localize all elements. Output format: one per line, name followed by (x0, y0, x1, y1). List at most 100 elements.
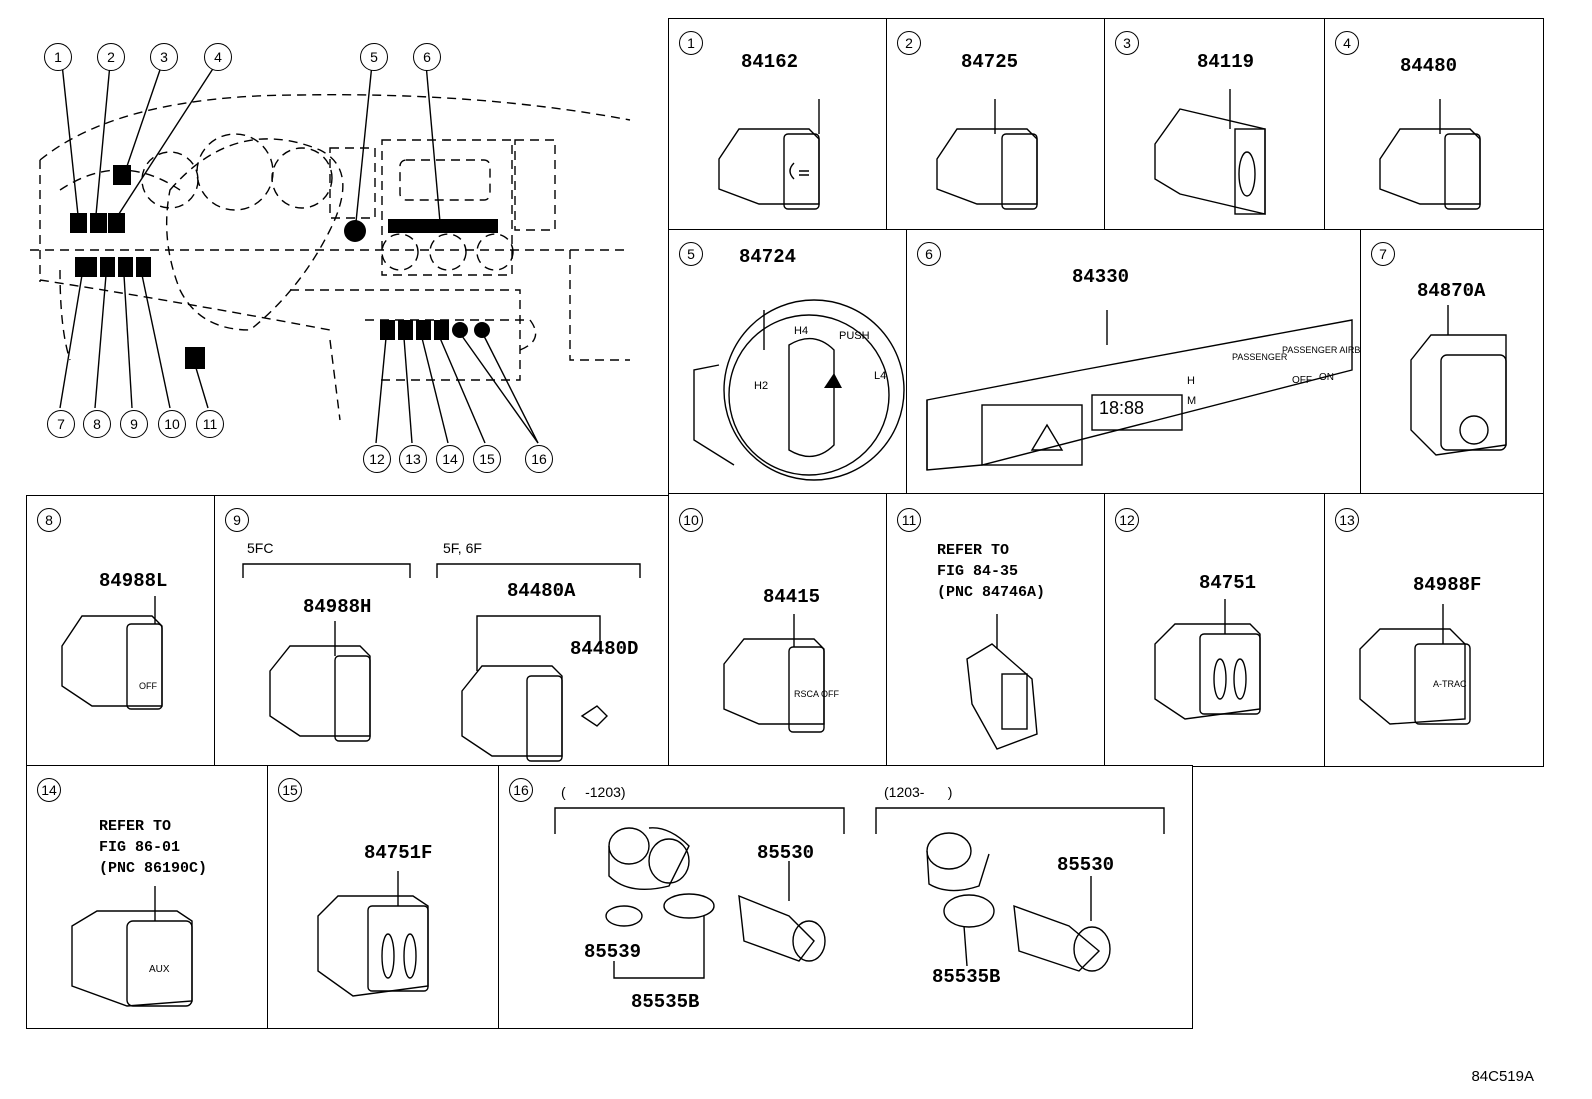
callout-1: 1 (44, 43, 72, 71)
variant-5f-6f: 5F, 6F (443, 540, 482, 556)
four-wd-selector-drawing (693, 299, 905, 481)
callout-8: 8 (83, 410, 111, 438)
part-number-85535b-right: 85535B (932, 966, 1001, 988)
mirror-switch-drawing (1410, 305, 1507, 456)
part-number: 84725 (961, 51, 1019, 73)
diff-lock-switch-drawing (936, 99, 1038, 210)
part-number-84988h: 84988H (303, 596, 372, 618)
fog-lamp-switch-drawing (718, 99, 820, 210)
dimmer-switch-drawing (1154, 89, 1266, 215)
part-number: 84724 (739, 246, 797, 268)
panel-number: 1 (679, 31, 703, 55)
part-number: 84988L (99, 570, 168, 592)
part-number: 84751 (1199, 572, 1257, 594)
panel-number: 3 (1115, 31, 1139, 55)
callout-14: 14 (436, 445, 464, 473)
a-trac-label: A-TRAC (1433, 679, 1467, 689)
callout-2: 2 (97, 43, 125, 71)
part-number-85539: 85539 (584, 941, 642, 963)
callout-12: 12 (363, 445, 391, 473)
panel-7: 7 84870A (1360, 229, 1544, 495)
panel-6: 6 84330 18:88 H M PASSENGER PASSENGER AI… (906, 229, 1373, 495)
part-number: 84751F (364, 842, 433, 864)
callout-7: 7 (47, 410, 75, 438)
panel-9: 9 5FC 5F, 6F 84988H 84480A 84480D (214, 495, 670, 767)
switch-drawing (1379, 99, 1481, 210)
part-number: 84415 (763, 586, 821, 608)
panel-number: 11 (897, 508, 921, 532)
panel-number: 12 (1115, 508, 1139, 532)
panel-number: 6 (917, 242, 941, 266)
variant-5fc: 5FC (247, 540, 274, 556)
power-outlet-drawing (554, 807, 1165, 979)
switch-drawing (61, 596, 163, 710)
callout-11: 11 (196, 410, 224, 438)
part-number: 84330 (1072, 266, 1130, 288)
callout-10: 10 (158, 410, 186, 438)
panel-number: 16 (509, 778, 533, 802)
panel-number: 8 (37, 508, 61, 532)
part-number-85535b-left: 85535B (631, 991, 700, 1013)
reference-line-1: REFER TO (99, 818, 172, 835)
aux-jack-drawing (71, 886, 193, 1007)
reference-line-3: (PNC 84746A) (937, 584, 1046, 601)
callout-16: 16 (525, 445, 553, 473)
callout-4: 4 (204, 43, 232, 71)
connector-drawing (966, 614, 1038, 750)
panel-14: 14 REFER TO FIG 86-01 (PNC 86190C) AUX (26, 765, 269, 1029)
panel-13: 13 84988F A-TRAC (1324, 493, 1544, 767)
panel-2: 2 84725 (886, 18, 1106, 231)
dial-label-h2: H2 (754, 380, 769, 392)
dial-label-l4: L4 (874, 370, 887, 382)
indicator-h: H (1187, 375, 1195, 387)
variant-brackets (242, 563, 641, 671)
hazard-switch-assembly-drawing (926, 310, 1353, 471)
panel-10: 10 84415 RSCA OFF (668, 493, 888, 767)
on-label: ON (1319, 372, 1334, 383)
aux-label: AUX (149, 964, 170, 975)
panel-number: 4 (1335, 31, 1359, 55)
airbag-label: PASSENGER AIRBAG (1282, 345, 1374, 355)
reference-line-1: REFER TO (937, 542, 1010, 559)
panel-number: 7 (1371, 242, 1395, 266)
part-number-85530-left: 85530 (757, 842, 815, 864)
seat-heater-switch-drawing (1154, 599, 1261, 720)
part-number-85530-right: 85530 (1057, 854, 1115, 876)
dial-label-h4: H4 (794, 325, 809, 337)
off-label: OFF (1292, 375, 1312, 386)
variant-before-1203: ( -1203) (561, 784, 626, 800)
dial-label-push: PUSH (839, 330, 870, 342)
panel-number: 13 (1335, 508, 1359, 532)
panel-4: 4 84480 (1324, 18, 1544, 231)
panel-number: 14 (37, 778, 61, 802)
rsca-label: RSCA OFF (794, 689, 840, 699)
callout-15: 15 (473, 445, 501, 473)
panel-number: 5 (679, 242, 703, 266)
callout-6: 6 (413, 43, 441, 71)
panel-16: 16 ( -1203) (1203- ) 85530 85539 85535B … (498, 765, 1193, 1029)
seat-heater-switch-drawing (317, 871, 429, 997)
panel-12: 12 84751 (1104, 493, 1326, 767)
panel-3: 3 84119 (1104, 18, 1326, 231)
part-number: 84119 (1197, 51, 1255, 73)
reference-line-2: FIG 84-35 (937, 563, 1019, 580)
diagram-code: 84C519A (1471, 1068, 1534, 1085)
part-number: 84870A (1417, 280, 1486, 302)
panel-5: 5 84724 H4 PUSH H2 L4 (668, 229, 908, 495)
variant-after-1203: (1203- ) (884, 784, 953, 800)
indicator-m: M (1187, 395, 1197, 407)
a-trac-switch-drawing (1359, 604, 1471, 725)
panel-number: 9 (225, 508, 249, 532)
panel-11: 11 REFER TO FIG 84-35 (PNC 84746A) (886, 493, 1106, 767)
switch-drawing-84480a (461, 665, 608, 762)
panel-1: 1 84162 (668, 18, 888, 231)
passenger-label: PASSENGER (1232, 352, 1288, 362)
callout-5: 5 (360, 43, 388, 71)
part-number: 84162 (741, 51, 799, 73)
dashboard-overview-drawing (30, 63, 631, 444)
off-label: OFF (139, 681, 157, 691)
panel-number: 10 (679, 508, 703, 532)
switch-drawing-84988h (269, 621, 371, 742)
callout-9: 9 (120, 410, 148, 438)
reference-line-2: FIG 86-01 (99, 839, 181, 856)
